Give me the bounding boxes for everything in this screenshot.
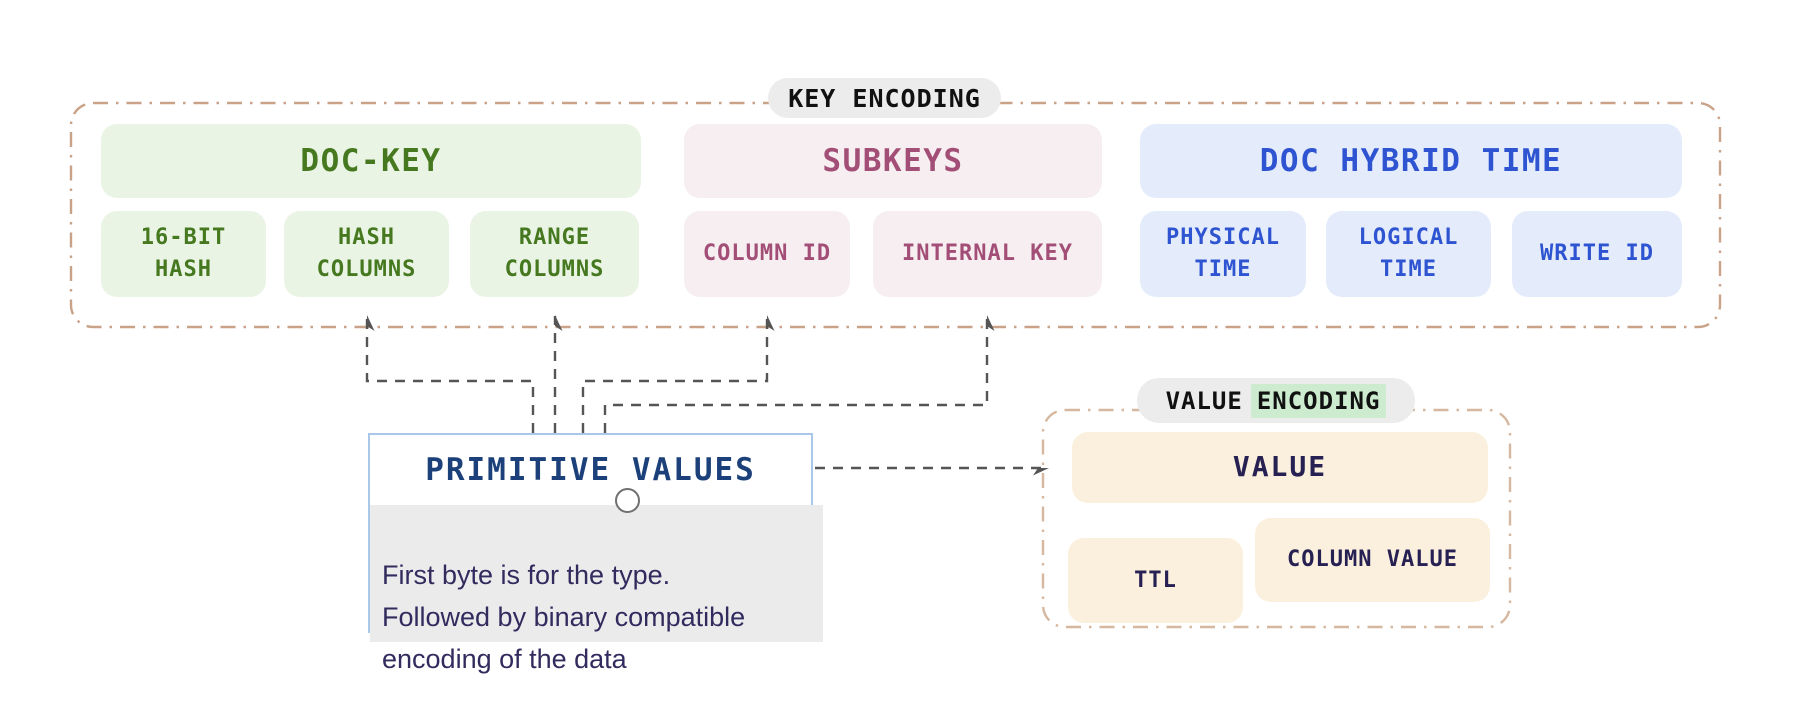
doc-hybrid-time-title: DOC HYBRID TIME (1259, 143, 1563, 179)
value-encoding-badge: VALUE ENCODING (1137, 378, 1415, 423)
value-label: VALUE (1232, 450, 1328, 484)
range-columns-label: RANGE COLUMNS (504, 225, 605, 282)
node-internal-key[interactable]: INTERNAL KEY (873, 211, 1102, 297)
connector-internal-key (603, 316, 987, 433)
doc-key-title: DOC-KEY (300, 143, 442, 179)
primitive-values-description-text: First byte is for the type. Followed by … (382, 560, 746, 674)
node-value[interactable]: VALUE (1072, 432, 1488, 503)
physical-time-label: PHYSICAL TIME (1166, 225, 1280, 282)
key-encoding-badge: KEY ENCODING (768, 78, 1001, 118)
16-bit-hash-label: 16-BIT HASH (140, 225, 227, 282)
logical-time-label: LOGICAL TIME (1358, 225, 1459, 282)
connection-handle[interactable] (615, 488, 640, 513)
node-column-id[interactable]: COLUMN ID (684, 211, 850, 297)
column-id-label: COLUMN ID (702, 241, 832, 267)
node-write-id[interactable]: WRITE ID (1512, 211, 1682, 297)
write-id-label: WRITE ID (1540, 241, 1654, 267)
node-logical-time[interactable]: LOGICAL TIME (1326, 211, 1491, 297)
primitive-values-title: PRIMITIVE VALUES (370, 435, 811, 505)
primitive-values-title-text: PRIMITIVE VALUES (425, 452, 756, 488)
key-encoding-badge-label: KEY ENCODING (788, 83, 981, 113)
subkeys-title: SUBKEYS (822, 143, 964, 179)
primitive-values-description: First byte is for the type. Followed by … (370, 505, 823, 674)
value-encoding-badge-highlight: ENCODING (1250, 383, 1387, 418)
column-value-label: COLUMN VALUE (1287, 547, 1458, 573)
node-ttl[interactable]: TTL (1068, 538, 1243, 623)
internal-key-label: INTERNAL KEY (902, 241, 1073, 267)
node-primitive-values[interactable]: PRIMITIVE VALUES First byte is for the t… (368, 433, 823, 674)
ttl-label: TTL (1134, 567, 1177, 593)
node-subkeys-header[interactable]: SUBKEYS (684, 124, 1102, 198)
node-16-bit-hash[interactable]: 16-BIT HASH (101, 211, 266, 297)
hash-columns-label: HASH COLUMNS (316, 225, 417, 282)
node-doc-hybrid-time-header[interactable]: DOC HYBRID TIME (1140, 124, 1682, 198)
node-column-value[interactable]: COLUMN VALUE (1255, 518, 1490, 602)
value-encoding-badge-prefix: VALUE (1165, 386, 1243, 415)
connector-column-id (581, 316, 767, 433)
node-doc-key-header[interactable]: DOC-KEY (101, 124, 641, 198)
node-range-columns[interactable]: RANGE COLUMNS (470, 211, 639, 297)
connector-hash-columns (365, 316, 535, 433)
node-hash-columns[interactable]: HASH COLUMNS (284, 211, 449, 297)
node-physical-time[interactable]: PHYSICAL TIME (1140, 211, 1306, 297)
